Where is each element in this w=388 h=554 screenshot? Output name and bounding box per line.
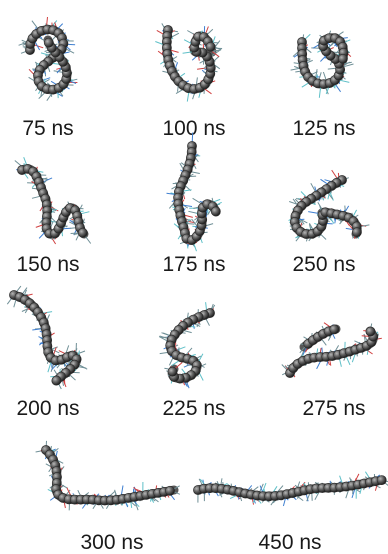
side-chain: [211, 49, 221, 52]
snapshot-150ns: [0, 142, 130, 252]
snapshot-175ns: [130, 132, 260, 252]
label-175ns: 175 ns: [162, 253, 226, 276]
bead: [167, 366, 178, 377]
snapshot-225ns: [130, 285, 260, 395]
molecule-image-150ns: [14, 157, 92, 245]
snapshot-75ns: [0, 0, 130, 140]
label-225ns: 225 ns: [162, 397, 226, 420]
label-125ns: 125 ns: [292, 117, 356, 140]
molecule-image-75ns: [18, 16, 78, 101]
bead: [77, 227, 88, 238]
bead: [376, 475, 387, 485]
snapshot-100ns: [130, 0, 260, 140]
molecule-image-300ns: [35, 440, 181, 511]
bead: [365, 326, 376, 337]
bead: [352, 227, 362, 238]
snapshot-250ns: [260, 142, 388, 252]
molecule-image-200ns: [6, 285, 88, 390]
label-150ns: 150 ns: [16, 253, 80, 276]
bead: [338, 53, 348, 64]
label-75ns: 75 ns: [22, 117, 74, 140]
label-200ns: 200 ns: [16, 397, 80, 420]
molecule-image-275ns: [281, 322, 382, 378]
side-chain: [211, 50, 220, 58]
molecule-image-250ns: [288, 169, 370, 242]
molecule-image-125ns: [290, 30, 354, 98]
snapshot-300ns: [0, 432, 190, 532]
bead: [43, 37, 54, 48]
snapshot-275ns: [260, 285, 388, 395]
snapshot-450ns: [190, 440, 388, 530]
bead: [165, 485, 175, 496]
molecule-image-100ns: [155, 23, 223, 102]
label-100ns: 100 ns: [162, 117, 226, 140]
snapshot-200ns: [0, 285, 130, 395]
snapshot-125ns: [260, 0, 388, 140]
label-250ns: 250 ns: [292, 253, 356, 276]
bead: [51, 375, 62, 386]
label-275ns: 275 ns: [302, 397, 366, 420]
bead: [205, 41, 216, 52]
label-300ns: 300 ns: [80, 531, 144, 554]
molecule-image-225ns: [158, 302, 216, 389]
bead: [329, 324, 340, 335]
molecule-image-175ns: [166, 132, 222, 252]
bead: [210, 206, 221, 217]
label-450ns: 450 ns: [258, 531, 322, 554]
molecule-image-450ns: [193, 471, 388, 507]
